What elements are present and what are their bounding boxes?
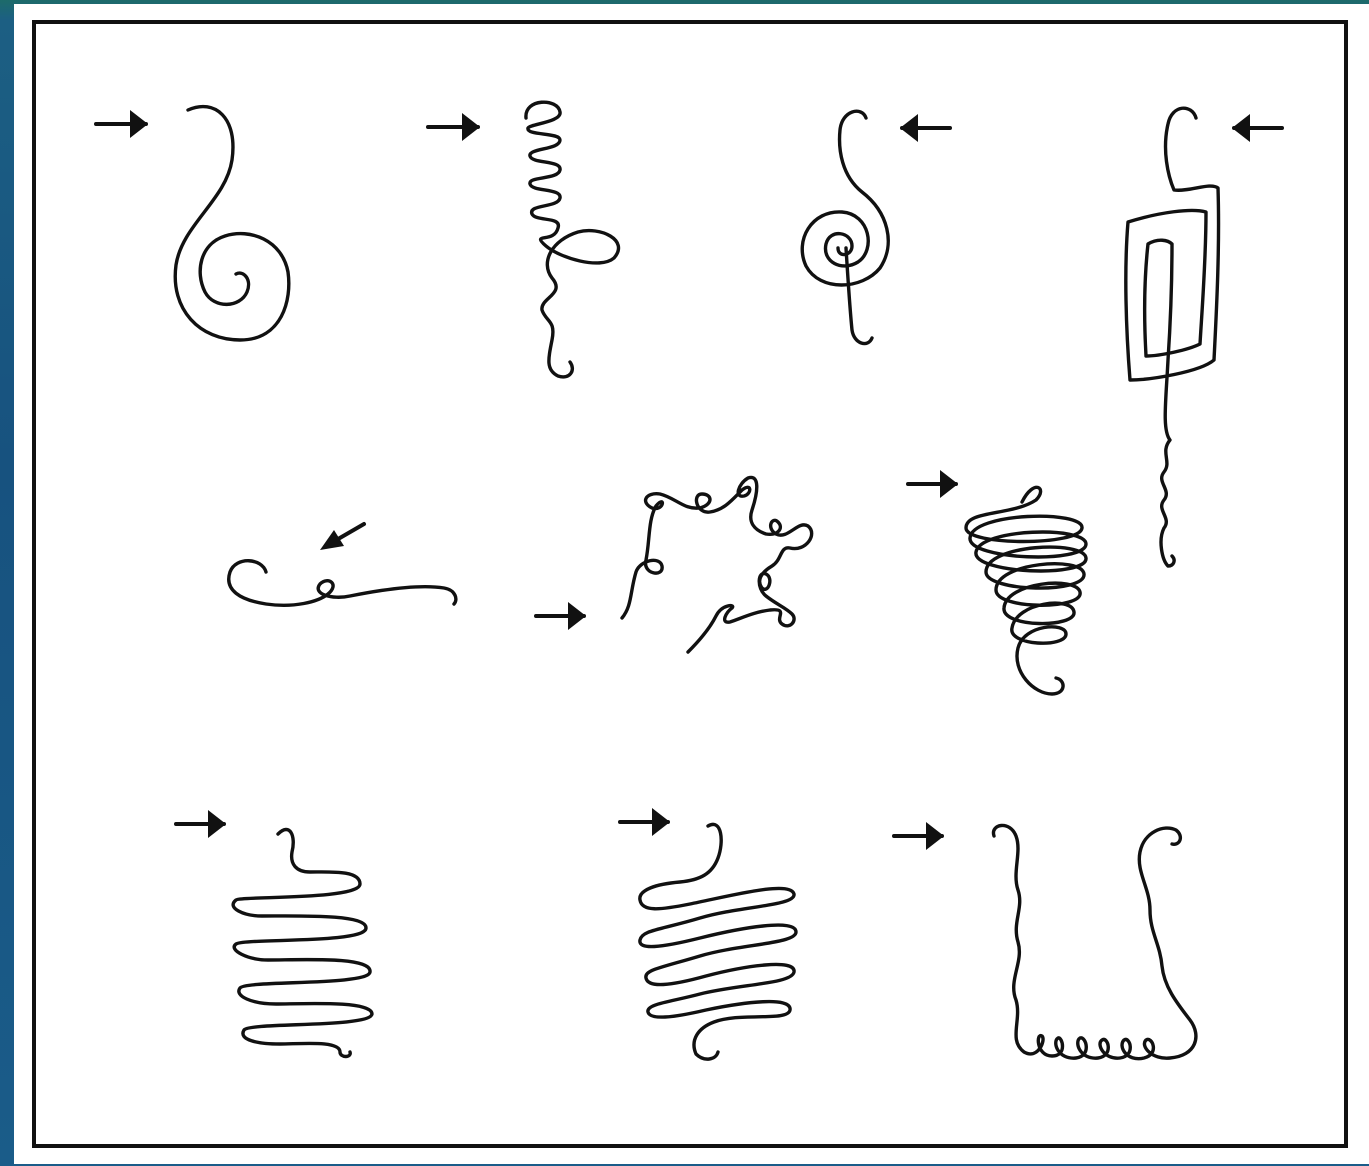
pattern-wavy-u-with-coils (894, 822, 1196, 1059)
pattern-cone-helix (908, 470, 1086, 694)
pattern-coil-then-loop (428, 102, 619, 377)
pattern-short-loop-tail (229, 524, 456, 605)
pattern-crossed-figure-eights (620, 808, 796, 1059)
pattern-looped-ring (536, 477, 812, 652)
pattern-hook-spiral (96, 107, 289, 340)
pattern-tight-spiral (802, 111, 950, 343)
pattern-horizontal-switchback (176, 810, 372, 1057)
pattern-rectangular-loops (1126, 108, 1282, 566)
